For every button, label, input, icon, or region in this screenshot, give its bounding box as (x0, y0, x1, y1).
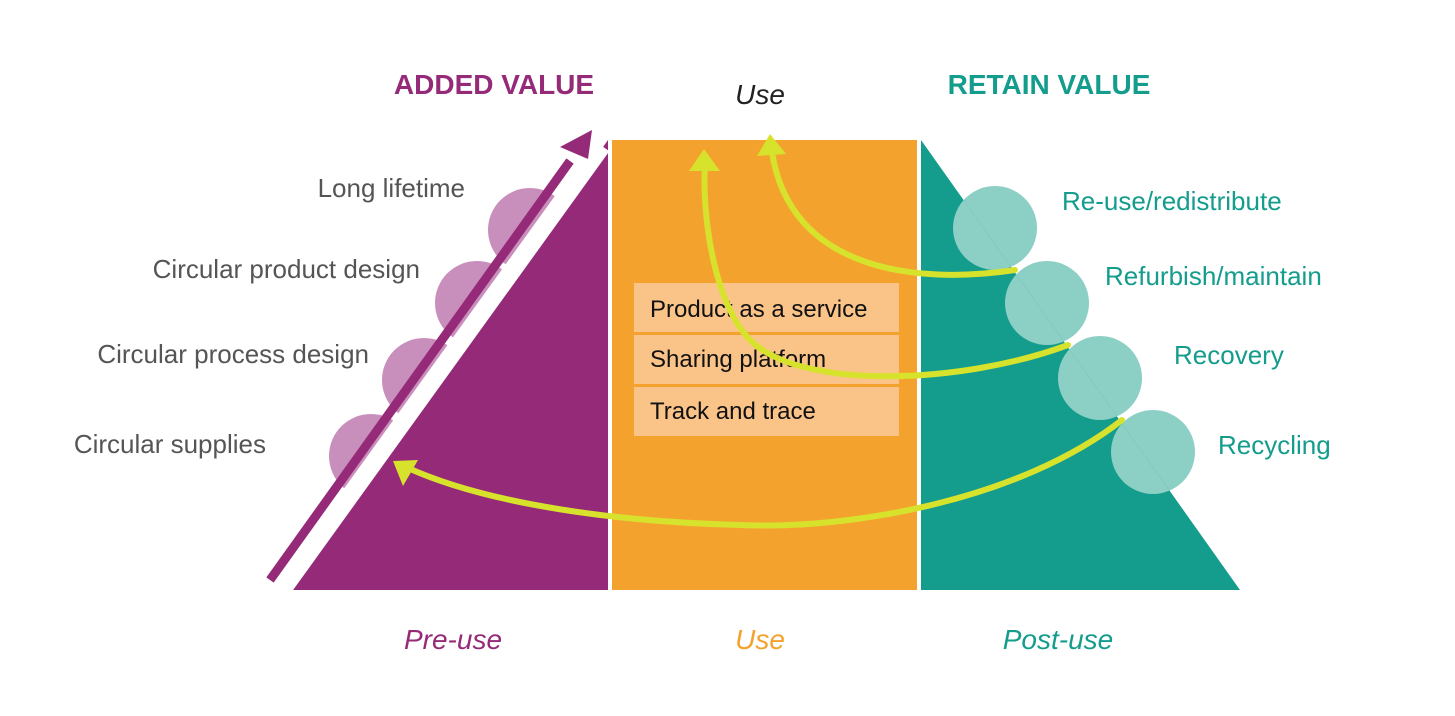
right-label-recycling: Recycling (1218, 430, 1331, 460)
service-box-1 (634, 283, 899, 332)
left-label-product-design: Circular product design (153, 254, 420, 284)
added-value-heading: ADDED VALUE (394, 69, 594, 100)
added-value-arrow-shaft (266, 158, 574, 583)
recycling-arrow (405, 417, 1125, 529)
phase-post-use: Post-use (1003, 624, 1114, 655)
left-label-process-design: Circular process design (97, 339, 369, 369)
retain-value-heading: RETAIN VALUE (948, 69, 1151, 100)
circular-flow-arrows (405, 149, 1125, 529)
service-box-3 (634, 387, 899, 436)
recycling-arrow-head (393, 460, 418, 486)
service-item-3: Track and trace (650, 398, 816, 425)
right-label-refurbish: Refurbish/maintain (1105, 261, 1322, 291)
left-label-supplies: Circular supplies (74, 429, 266, 459)
reuse-arrow-head (757, 134, 786, 156)
service-item-1: Product as a service (650, 296, 867, 323)
phase-use: Use (735, 624, 785, 655)
service-list: Product as a service Sharing platform Tr… (634, 283, 899, 436)
right-label-reuse: Re-use/redistribute (1062, 186, 1282, 216)
refurbish-arrow (701, 162, 1071, 380)
added-value-arrow-head (560, 130, 592, 159)
service-item-2: Sharing platform (650, 346, 826, 373)
right-label-recovery: Recovery (1174, 340, 1284, 370)
phase-pre-use: Pre-use (404, 624, 502, 655)
use-top-heading: Use (735, 79, 785, 110)
left-label-long-lifetime: Long lifetime (318, 173, 465, 203)
circular-flow-arrowheads (393, 134, 786, 486)
refurbish-arrow-head (689, 149, 720, 171)
reuse-arrow (769, 149, 1018, 278)
left-labels: Long lifetime Circular product design Ci… (74, 173, 465, 459)
added-value-band (274, 140, 610, 596)
right-labels: Re-use/redistribute Refurbish/maintain R… (1062, 186, 1331, 460)
